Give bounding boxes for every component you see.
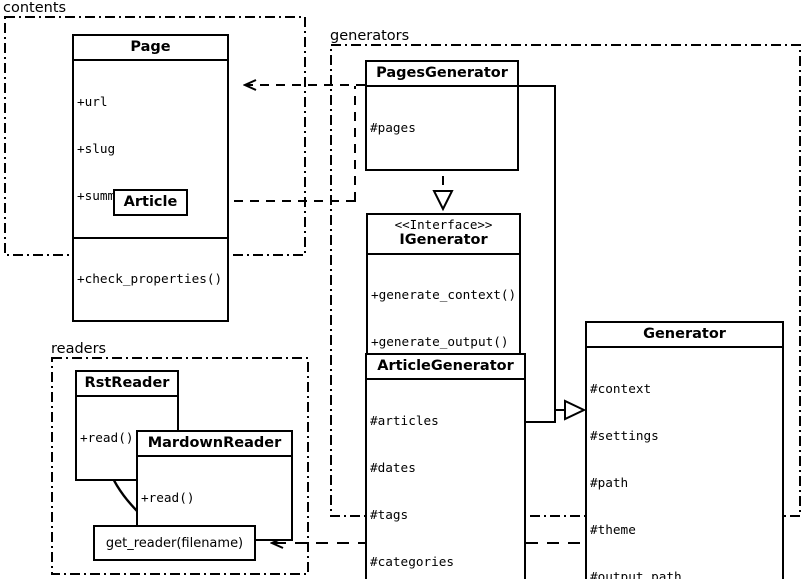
attribute: #output_path bbox=[590, 568, 682, 579]
package-contents-label: contents bbox=[2, 0, 70, 16]
class-igenerator-name: IGenerator bbox=[399, 232, 488, 249]
class-article-generator-attributes: #articles #dates #tags #categories bbox=[367, 378, 524, 579]
attribute: #path bbox=[590, 474, 629, 490]
attribute: +url bbox=[77, 93, 108, 109]
operation: +generate_output() bbox=[371, 334, 509, 350]
class-mardown-reader-name: MardownReader bbox=[147, 435, 282, 451]
class-page-operations: +check_properties() bbox=[74, 236, 227, 320]
class-generator-attributes: #context #settings #path #theme #output_… bbox=[587, 346, 782, 579]
attribute: #dates bbox=[370, 459, 416, 475]
package-generators-label: generators bbox=[329, 28, 413, 44]
attribute: #tags bbox=[370, 506, 409, 522]
attribute: #pages bbox=[370, 119, 416, 135]
class-article[interactable]: Article bbox=[113, 189, 188, 217]
attribute: #theme bbox=[590, 521, 636, 537]
class-page[interactable]: Page +url +slug +summary +check_properti… bbox=[72, 34, 229, 323]
attribute: +slug bbox=[77, 140, 116, 156]
class-igenerator-stereotype: <<Interface>> bbox=[394, 217, 493, 232]
class-generator[interactable]: Generator #context #settings #path #them… bbox=[585, 321, 784, 579]
node-get-reader-label: get_reader(filename) bbox=[105, 535, 244, 551]
operation: +read() bbox=[141, 489, 195, 505]
class-page-name: Page bbox=[130, 39, 171, 55]
class-igenerator-header: <<Interface>> IGenerator bbox=[368, 215, 519, 253]
class-pages-generator[interactable]: PagesGenerator #pages bbox=[365, 60, 519, 171]
attribute: #categories bbox=[370, 553, 455, 569]
operation: +generate_context() bbox=[371, 286, 517, 302]
class-article-name: Article bbox=[123, 194, 178, 210]
class-pages-generator-attributes: #pages bbox=[367, 85, 517, 168]
attribute: #settings bbox=[590, 427, 659, 443]
class-article-generator[interactable]: ArticleGenerator #articles #dates #tags … bbox=[365, 353, 526, 579]
class-pages-generator-name: PagesGenerator bbox=[376, 65, 508, 81]
package-readers-label: readers bbox=[50, 341, 110, 357]
class-rst-reader-name: RstReader bbox=[84, 375, 170, 391]
attribute: #context bbox=[590, 380, 652, 396]
node-get-reader[interactable]: get_reader(filename) bbox=[93, 525, 256, 561]
attribute: #articles bbox=[370, 412, 439, 428]
operation: +check_properties() bbox=[77, 271, 223, 287]
class-generator-name: Generator bbox=[643, 326, 726, 342]
class-article-generator-name: ArticleGenerator bbox=[377, 358, 514, 374]
